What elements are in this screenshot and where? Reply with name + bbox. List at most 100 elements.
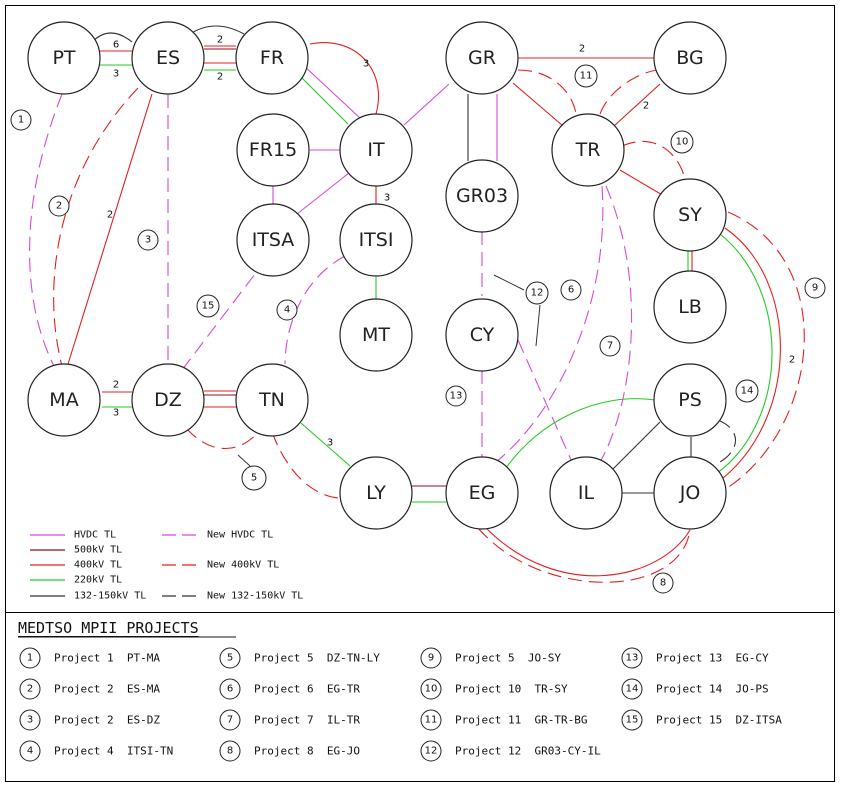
line-tn-ly-new-400 <box>271 431 347 499</box>
marker-14: 14 <box>741 386 754 397</box>
marker-11-circle <box>574 64 598 88</box>
project-2-number: 2 <box>27 684 33 695</box>
project-2-marker <box>19 678 41 700</box>
marker-13-circle <box>445 385 467 407</box>
line-it-gr <box>403 83 450 126</box>
project-6-label: Project 6 EG-TR <box>254 683 360 696</box>
marker-7-circle <box>599 335 621 357</box>
line-label-ma-dz-bot: 3 <box>113 408 119 419</box>
node-label-fr15: FR15 <box>249 139 297 161</box>
node-label-itsa: ITSA <box>252 229 295 251</box>
node-label-mt: MT <box>362 324 390 346</box>
node-ps <box>653 363 727 437</box>
line-eg-jo <box>485 527 691 577</box>
marker-5: 5 <box>251 473 257 484</box>
line-pt-ma-new-hvdc <box>29 93 63 369</box>
marker-3: 3 <box>145 235 151 246</box>
node-label-tr: TR <box>575 139 601 161</box>
legend-new-400kv: New 400kV TL <box>207 560 279 571</box>
node-dz <box>131 363 205 437</box>
projects-title: MEDTSO MPII PROJECTS <box>18 619 199 637</box>
marker-14-circle <box>735 379 759 403</box>
project-2-label: Project 2 ES-MA <box>54 683 160 696</box>
line-label-sy-jo: 2 <box>789 355 795 366</box>
project-11-marker <box>420 709 442 731</box>
project-9-number: 9 <box>428 653 434 664</box>
node-label-il: IL <box>578 482 595 504</box>
project-6-number: 6 <box>227 684 233 695</box>
legend-500kv: 500kV TL <box>74 545 122 556</box>
project-13-number: 13 <box>626 653 639 664</box>
line-fr-it-400-arc <box>309 42 379 115</box>
node-gr03 <box>445 159 519 233</box>
line-itsa-it <box>296 172 350 215</box>
line-gr-tr <box>512 82 564 127</box>
node-ma <box>27 363 101 437</box>
node-itsa <box>236 203 310 277</box>
line-label-pt-es-bot: 3 <box>113 69 119 80</box>
marker-8-circle <box>652 572 674 594</box>
line-fr-it-220 <box>297 73 349 125</box>
node-fr15 <box>236 113 310 187</box>
project-7-label: Project 7 IL-TR <box>254 714 360 727</box>
project-8-number: 8 <box>227 746 233 757</box>
project-9-marker <box>420 647 442 669</box>
node-label-sy: SY <box>678 204 702 226</box>
marker-15: 15 <box>202 301 215 312</box>
project-13-marker <box>621 647 643 669</box>
node-fr <box>235 21 309 95</box>
legend-400kv: 400kV TL <box>74 560 122 571</box>
leader-12b <box>535 304 541 347</box>
line-sy-jo-220 <box>715 233 773 475</box>
project-12-label: Project 12 GR03-CY-IL <box>455 745 601 758</box>
project-13-label: Project 13 EG-CY <box>656 652 769 665</box>
node-bg <box>653 21 727 95</box>
node-eg <box>445 456 519 530</box>
project-3-marker <box>19 709 41 731</box>
line-ps-il <box>611 421 661 471</box>
project-7-marker <box>219 709 241 731</box>
marker-2: 2 <box>56 201 62 212</box>
node-label-cy: CY <box>470 324 495 346</box>
node-label-gr: GR <box>468 47 496 69</box>
line-label-es-ma: 2 <box>107 210 113 221</box>
line-tr-bg <box>613 83 661 127</box>
project-4-number: 4 <box>27 746 33 757</box>
project-14-label: Project 14 JO-PS <box>656 683 769 696</box>
node-label-ly: LY <box>366 482 386 504</box>
marker-1: 1 <box>18 115 24 126</box>
legend-new-150kv: New 132-150kV TL <box>207 591 303 602</box>
line-tr-sy-new-400 <box>621 140 685 177</box>
marker-2-circle <box>48 195 70 217</box>
project-15-label: Project 15 DZ-ITSA <box>656 714 782 727</box>
line-tr-sy <box>619 169 665 197</box>
marker-6-circle <box>560 279 582 301</box>
node-label-eg: EG <box>469 482 496 504</box>
node-gr <box>445 21 519 95</box>
line-jo-sy-new-400 <box>723 211 805 491</box>
marker-6: 6 <box>568 285 574 296</box>
legend-new-hvdc: New HVDC TL <box>207 530 273 541</box>
project-4-marker <box>19 740 41 762</box>
node-label-ps: PS <box>678 389 702 411</box>
node-label-dz: DZ <box>154 389 182 411</box>
node-tn <box>235 363 309 437</box>
node-label-fr: FR <box>260 47 284 69</box>
node-label-tn: TN <box>258 389 285 411</box>
marker-12-circle <box>525 281 549 305</box>
project-15-marker <box>621 709 643 731</box>
node-tr <box>551 113 625 187</box>
legend-150kv: 132-150kV TL <box>74 591 146 602</box>
node-label-gr03: GR03 <box>456 185 508 207</box>
node-il <box>549 456 623 530</box>
line-label-tn-ly: 3 <box>327 438 333 449</box>
line-fr-it-hvdc <box>301 63 361 119</box>
line-es-ma-400 <box>67 93 153 365</box>
marker-7: 7 <box>607 341 613 352</box>
node-label-lb: LB <box>678 296 702 318</box>
node-label-bg: BG <box>676 47 703 69</box>
node-label-itsi: ITSI <box>359 229 394 251</box>
marker-12: 12 <box>531 288 544 299</box>
